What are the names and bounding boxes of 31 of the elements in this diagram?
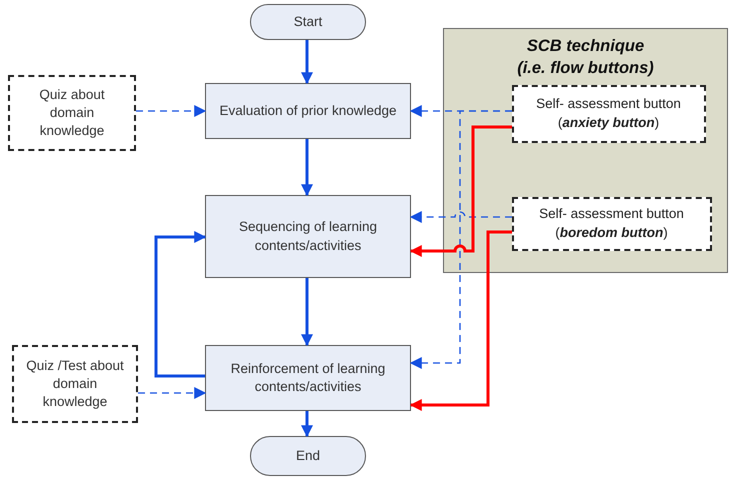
arrow <box>301 40 313 84</box>
arrow <box>301 411 313 438</box>
arrow <box>410 230 512 411</box>
arrow <box>301 278 313 346</box>
arrow <box>301 139 313 196</box>
self-assessment-box <box>512 196 712 250</box>
node-text: Quiz about domain knowledge <box>38 86 106 140</box>
node-text: Sequencing of learning contents/activities <box>238 218 378 254</box>
panel-title: SCB technique (i.e. flow buttons) <box>516 36 655 80</box>
node-text: Evaluation of prior knowledge <box>218 102 398 120</box>
process-box <box>205 345 411 411</box>
quiz-box <box>8 75 136 151</box>
node-text: End <box>294 446 322 465</box>
technique-panel <box>443 28 728 273</box>
node-text: Self- assessment button (boredom button) <box>538 205 685 242</box>
quiz-box <box>12 345 138 423</box>
arrow <box>154 231 206 378</box>
arrow <box>410 126 512 257</box>
process-box <box>205 83 411 139</box>
node-text: Reinforcement of learning contents/activities <box>230 360 386 396</box>
arrow <box>138 387 206 399</box>
process-box <box>205 195 411 278</box>
node-text: Quiz /Test about domain knowledge <box>25 356 125 412</box>
arrow <box>410 110 512 369</box>
self-assessment-box <box>512 84 706 142</box>
node-text: Self- assessment button (anxiety button) <box>535 95 682 132</box>
end-terminal <box>250 436 366 476</box>
start-terminal <box>250 4 366 40</box>
arrow <box>136 105 206 117</box>
arrow <box>410 211 512 223</box>
node-text: Start <box>292 12 324 31</box>
